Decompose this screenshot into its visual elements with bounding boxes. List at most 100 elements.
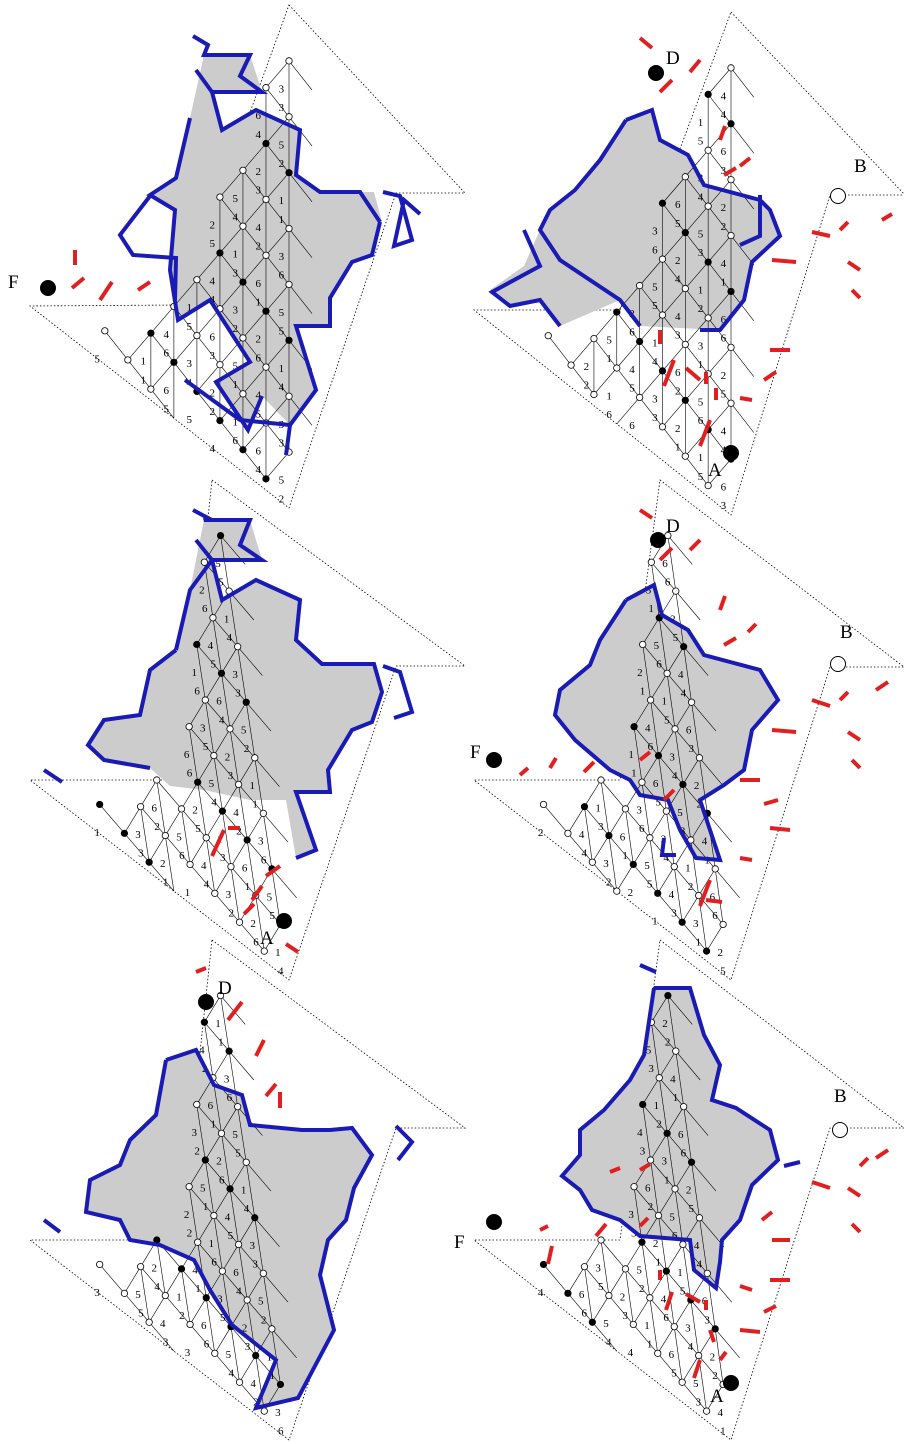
lattice-edge: [219, 252, 244, 283]
cell-number: 4: [717, 1407, 723, 1419]
cell-number: 3: [252, 1259, 258, 1271]
cell-number: 4: [225, 1211, 231, 1223]
cell-number: 4: [581, 848, 587, 860]
cell-number: 5: [698, 135, 704, 147]
cell-number: 4: [694, 1240, 700, 1252]
cell-number: 5: [669, 1211, 675, 1223]
vertex-dot: [678, 918, 686, 926]
lattice-edge: [222, 810, 248, 841]
red-edge: [698, 419, 712, 447]
lattice-edge: [205, 699, 231, 730]
cell-number: 1: [269, 1370, 275, 1382]
cell-number: 5: [654, 640, 660, 652]
vertex-dot: [239, 390, 247, 398]
red-edge: [771, 728, 797, 734]
cell-number: 3: [235, 688, 241, 700]
cell-number: 6: [242, 862, 248, 874]
lattice-edge: [214, 866, 232, 894]
lattice-edge: [197, 755, 215, 783]
cell-number: 6: [681, 1148, 687, 1160]
lattice-edge: [681, 922, 707, 952]
cell-number: 3: [258, 836, 264, 848]
vertex-dot: [239, 334, 247, 342]
cell-number: 1: [186, 302, 192, 314]
lattice-edge: [238, 1244, 264, 1274]
vertex-dot: [664, 991, 672, 1000]
cell-number: 2: [233, 323, 239, 335]
vertex-dot: [664, 531, 672, 540]
lattice-edge: [642, 644, 668, 674]
lattice-edge: [608, 808, 626, 836]
lattice-edge: [219, 308, 244, 339]
lattice-edge: [140, 806, 150, 863]
lattice-edge: [730, 403, 755, 433]
cell-number: 5: [138, 1308, 144, 1320]
marker-dot: [486, 1214, 502, 1230]
cell-number: 2: [253, 1396, 259, 1408]
vertex-dot: [201, 696, 209, 704]
lattice-edge: [567, 833, 593, 863]
cell-number: 1: [631, 768, 637, 780]
cell-number: 5: [279, 475, 285, 487]
cell-number: 4: [201, 860, 207, 872]
lattice-edge: [642, 1104, 651, 1161]
cell-number: 6: [233, 435, 239, 447]
marker-label-b: B: [854, 156, 867, 177]
cell-number: 2: [216, 1156, 222, 1168]
lattice-edge: [681, 895, 699, 923]
cell-number: 6: [202, 603, 208, 615]
lattice-edge: [633, 1297, 651, 1325]
lattice-edge: [633, 1186, 643, 1243]
blue-boundary: [117, 194, 179, 301]
lattice-edge: [649, 1297, 675, 1327]
blue-boundary: [382, 664, 415, 720]
vertex-dot: [662, 1267, 670, 1275]
lattice-edge: [188, 1186, 198, 1243]
red-edge: [739, 856, 753, 862]
lattice-edge: [188, 726, 198, 783]
cell-number: 5: [647, 879, 653, 891]
cell-number: 5: [671, 1368, 677, 1380]
panel-p3: 5526144516133643566623352235425562111421…: [28, 479, 467, 981]
vertex-dot: [613, 308, 621, 316]
lattice-edge: [242, 143, 267, 171]
lattice-edge: [265, 172, 290, 200]
red-edge: [539, 1224, 549, 1232]
lattice-edge: [699, 1217, 708, 1274]
lattice-edge: [189, 864, 216, 894]
cell-number: 5: [673, 632, 679, 644]
vertex-dot: [227, 863, 235, 871]
cell-number: 5: [269, 910, 275, 922]
lattice-edge: [265, 87, 290, 117]
lattice-edge: [675, 1051, 684, 1107]
cell-number: 3: [640, 1145, 646, 1157]
cell-number: 1: [720, 1425, 726, 1437]
red-edge: [708, 1329, 716, 1343]
shaded-region: [86, 1050, 372, 1408]
vertex-dot: [251, 754, 259, 762]
lattice-edge: [691, 1162, 700, 1218]
cell-number: 3: [628, 1209, 634, 1221]
vertex-dot: [210, 751, 218, 760]
lattice-edge: [219, 364, 244, 395]
lattice-edge: [228, 591, 238, 647]
lattice-edge: [271, 868, 297, 898]
cell-number: 1: [252, 799, 258, 811]
cell-number: 3: [232, 669, 238, 681]
vertex-dot: [678, 1378, 686, 1386]
lattice-edge: [570, 364, 595, 395]
vertex-dot: [588, 858, 596, 866]
vertex-dot: [580, 1263, 589, 1271]
vertex-dot: [242, 1158, 250, 1166]
lattice-edge: [658, 617, 668, 674]
lattice-edge: [230, 839, 248, 867]
vertex-dot: [646, 1294, 654, 1302]
cell-number: 4: [256, 464, 262, 476]
red-edge: [195, 966, 207, 974]
lattice-edge: [639, 397, 663, 427]
cell-number: 6: [663, 1312, 669, 1324]
vertex-dot: [704, 258, 712, 266]
red-edge: [769, 826, 791, 832]
vertex-dot: [654, 1349, 662, 1357]
lattice-edge: [584, 806, 593, 863]
